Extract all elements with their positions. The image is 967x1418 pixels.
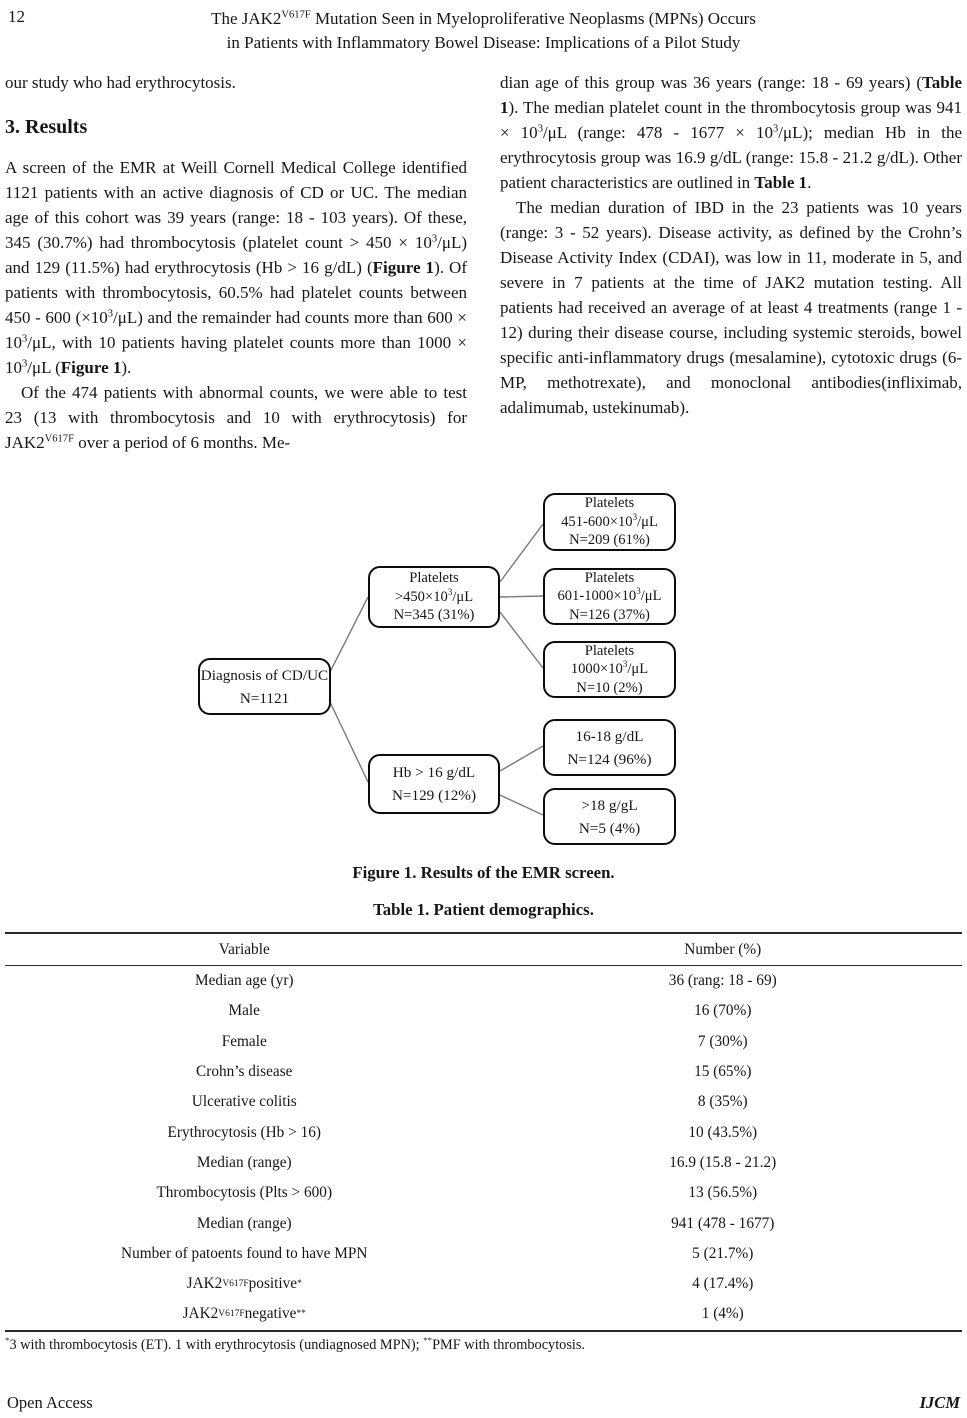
row-label: Female <box>221 1032 267 1050</box>
table-body: Median age (yr) 36 (rang: 18 - 69) Male … <box>5 966 962 1330</box>
flow-box-platelets-601-1000: Platelets 601-1000×103/μL N=126 (37%) <box>543 568 676 625</box>
flow-box-line: N=126 (37%) <box>569 606 650 623</box>
row-value: 36 (rang: 18 - 69) <box>668 972 777 990</box>
row-value: 941 (478 - 1677) <box>671 1214 775 1232</box>
row-value: 15 (65%) <box>694 1063 752 1081</box>
table-bottom-rule <box>5 1329 962 1332</box>
row-label: Male <box>228 1002 260 1020</box>
row-label: Median age (yr) <box>194 972 294 990</box>
flow-box-line: 451-600×103/μL <box>561 511 658 530</box>
row-label: Thrombocytosis (Plts > 600) <box>156 1184 333 1202</box>
table-row: Number of patoents found to have MPN 5 (… <box>5 1239 962 1269</box>
flow-box-line: 601-1000×103/μL <box>557 586 662 605</box>
flow-box-line: N=1121 <box>239 689 290 707</box>
running-title-line2: in Patients with Inflammatory Bowel Dise… <box>226 33 741 52</box>
flow-box-line: N=129 (12%) <box>391 787 477 804</box>
table-header-variable: Variable <box>218 940 270 958</box>
flow-box-platelets-gt450: Platelets >450×103/μL N=345 (31%) <box>368 566 500 628</box>
results-paragraph-1: A screen of the EMR at Weill Cornell Med… <box>5 158 467 377</box>
table-row: Median (range) 16.9 (15.8 - 21.2) <box>5 1148 962 1178</box>
flow-box-diagnosis: Diagnosis of CD/UC N=1121 <box>198 658 331 715</box>
results-paragraph-3: dian age of this group was 36 years (ran… <box>500 73 962 192</box>
figure-1-flowchart: Diagnosis of CD/UC N=1121 Platelets >450… <box>0 484 967 858</box>
table-row: Male 16 (70%) <box>5 996 962 1026</box>
row-label: Erythrocytosis (Hb > 16) <box>167 1123 322 1141</box>
flow-box-platelets-gt1000: Platelets 1000×103/μL N=10 (2%) <box>543 641 676 698</box>
flow-box-line: N=124 (96%) <box>567 750 652 768</box>
flow-box-line: Platelets <box>584 495 635 512</box>
row-value: 10 (43.5%) <box>688 1123 758 1141</box>
results-heading: 3. Results <box>5 116 88 138</box>
row-value: 7 (30%) <box>697 1032 748 1050</box>
row-label: Number of patoents found to have MPN <box>121 1244 368 1262</box>
row-label: Ulcerative colitis <box>191 1093 297 1111</box>
running-title-line1: The JAK2V617F Mutation Seen in Myeloprol… <box>211 9 756 28</box>
row-value: 8 (35%) <box>697 1093 748 1111</box>
flow-box-line: Platelets <box>584 642 635 659</box>
table-row: Median age (yr) 36 (rang: 18 - 69) <box>5 966 962 996</box>
row-value: 16.9 (15.8 - 21.2) <box>669 1153 777 1171</box>
row-label: Median (range) <box>196 1153 292 1171</box>
flow-box-line: Platelets <box>584 569 635 586</box>
left-column: our study who had erythrocytosis. 3. Res… <box>5 70 467 470</box>
flow-box-line: 1000×103/μL <box>570 659 649 678</box>
flow-box-line: Diagnosis of CD/UC <box>200 666 329 684</box>
flow-box-line: N=5 (4%) <box>578 819 641 837</box>
table-row: Crohn’s disease 15 (65%) <box>5 1057 962 1087</box>
row-value: 16 (70%) <box>694 1002 752 1020</box>
two-column-body: our study who had erythrocytosis. 3. Res… <box>0 70 967 470</box>
table-header-number: Number (%) <box>684 940 762 958</box>
row-value: 4 (17.4%) <box>692 1275 754 1293</box>
flow-box-line: >18 g/gL <box>581 796 638 814</box>
journal-abbrev: IJCM <box>919 1393 960 1412</box>
row-label: Crohn’s disease <box>196 1063 293 1081</box>
table-row: Female 7 (30%) <box>5 1027 962 1057</box>
flow-box-line: >450×103/μL <box>394 586 474 605</box>
open-access-label: Open Access <box>7 1393 93 1412</box>
flow-box-line: 16-18 g/dL <box>575 727 644 745</box>
demographics-table: Variable Number (%) Median age (yr) 36 (… <box>5 932 962 1332</box>
continued-paragraph: our study who had erythrocytosis. <box>5 73 236 92</box>
table-header-row: Variable Number (%) <box>5 932 962 966</box>
flow-box-platelets-451-600: Platelets 451-600×103/μL N=209 (61%) <box>543 493 676 551</box>
flow-box-hb-16-18: 16-18 g/dL N=124 (96%) <box>543 719 676 776</box>
flow-box-line: N=10 (2%) <box>576 679 643 696</box>
row-value: 5 (21.7%) <box>692 1244 754 1262</box>
right-column: dian age of this group was 36 years (ran… <box>500 70 962 470</box>
table-row: Erythrocytosis (Hb > 16) 10 (43.5%) <box>5 1117 962 1147</box>
results-paragraph-2: Of the 474 patients with abnormal counts… <box>5 383 467 452</box>
row-value: 13 (56.5%) <box>688 1184 758 1202</box>
flow-box-hb-gt18: >18 g/gL N=5 (4%) <box>543 788 676 845</box>
flow-box-line: Platelets <box>409 570 459 587</box>
flowchart-connectors <box>329 523 544 816</box>
table-row: Median (range) 941 (478 - 1677) <box>5 1208 962 1238</box>
table-row: Ulcerative colitis 8 (35%) <box>5 1087 962 1117</box>
page-number: 12 <box>8 7 25 26</box>
flow-box-line: Hb > 16 g/dL <box>392 764 476 781</box>
row-value: 1 (4%) <box>701 1305 744 1323</box>
flow-box-hb-gt16: Hb > 16 g/dL N=129 (12%) <box>368 754 500 814</box>
page-footer: Open Access IJCM <box>0 1393 967 1413</box>
figure-caption: Figure 1. Results of the EMR screen. <box>352 863 615 882</box>
running-title: The JAK2V617F Mutation Seen in Myeloprol… <box>0 7 967 55</box>
results-paragraph-4: The median duration of IBD in the 23 pat… <box>500 198 962 417</box>
table-row: Thrombocytosis (Plts > 600) 13 (56.5%) <box>5 1178 962 1208</box>
table-footnote: *3 with thrombocytosis (ET). 1 with eryt… <box>5 1334 585 1353</box>
page-header: 12 The JAK2V617F Mutation Seen in Myelop… <box>0 0 967 55</box>
flow-box-line: N=345 (31%) <box>393 607 475 624</box>
row-label: Median (range) <box>196 1214 292 1232</box>
flow-box-line: N=209 (61%) <box>569 532 650 549</box>
table-caption: Table 1. Patient demographics. <box>373 900 594 919</box>
